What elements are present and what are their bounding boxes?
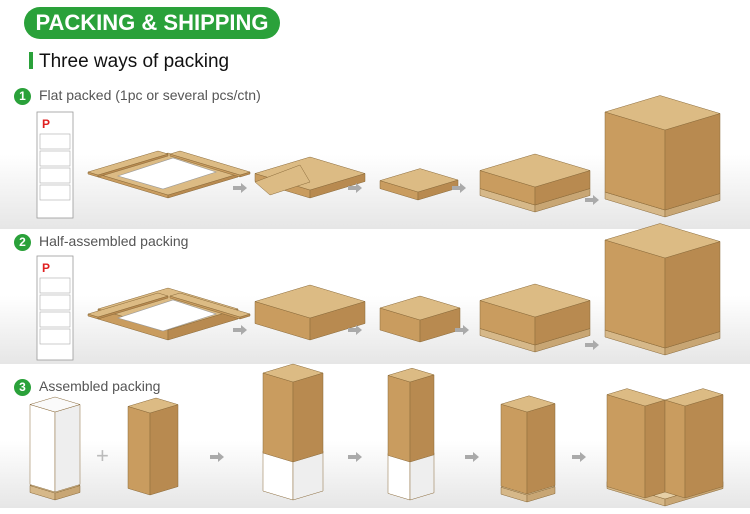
- carton-flap: [254, 164, 311, 196]
- box-left-face: [29, 404, 56, 493]
- arrow-icon: [455, 325, 469, 335]
- closed-carton: [379, 295, 461, 343]
- box-top-face: [379, 295, 461, 321]
- step-number-2: 2: [14, 234, 31, 251]
- carton-sleeve: [262, 363, 324, 463]
- arrow-icon: [585, 195, 599, 205]
- stand-shelf: [39, 150, 71, 167]
- carton-flap: [87, 292, 169, 320]
- box-right-face: [644, 399, 666, 499]
- carton-flap: [169, 292, 251, 320]
- stand-body: [36, 255, 74, 361]
- tall-carton: [127, 397, 179, 496]
- step-number-3: 3: [14, 379, 31, 396]
- arrow-icon: [348, 452, 362, 462]
- assembled-shelf: [29, 396, 81, 493]
- box-left-face: [262, 372, 294, 463]
- carton-sleeve: [387, 367, 435, 463]
- box-top-face: [262, 363, 324, 383]
- arrow-icon: [348, 183, 362, 193]
- subtitle-text: Three ways of packing: [39, 51, 230, 72]
- carton-flap: [87, 150, 169, 178]
- stand-shelf: [39, 133, 71, 150]
- box-top-face: [254, 284, 366, 319]
- page-title-banner: PACKING & SHIPPING: [24, 7, 280, 39]
- accent-bar: [29, 52, 33, 69]
- palletized-cartons: [479, 283, 591, 346]
- stand-shelf: [39, 184, 71, 201]
- box-right-face: [664, 113, 721, 211]
- arrow-icon: [452, 183, 466, 193]
- stand-shelf: [39, 277, 71, 294]
- box-top-face: [379, 168, 459, 193]
- box-left-face: [500, 403, 528, 495]
- section-2-heading: 2 Half-assembled packing: [14, 233, 188, 251]
- arrow-icon: [233, 325, 247, 335]
- arrow-icon: [585, 340, 599, 350]
- carton-on-pallet: [500, 395, 556, 495]
- box-top-face: [479, 283, 591, 318]
- arrow-icon: [210, 452, 224, 462]
- box-top-face: [479, 153, 591, 188]
- stand-body: [36, 111, 74, 219]
- section-3-label: Assembled packing: [39, 378, 161, 394]
- carton-inner-panels: [116, 157, 217, 190]
- arrow-icon: [572, 452, 586, 462]
- stand-shelf: [39, 328, 71, 345]
- carton-flap: [169, 150, 251, 178]
- box-top-face: [87, 150, 169, 176]
- step-number-1: 1: [14, 88, 31, 105]
- arrow-icon: [348, 325, 362, 335]
- box-right-face: [684, 394, 724, 499]
- palletized-cartons: [479, 153, 591, 206]
- display-stand-icon: P: [36, 111, 74, 219]
- box-left-face: [387, 375, 411, 463]
- box-top-face: [127, 397, 179, 414]
- box-top-face: [606, 388, 666, 407]
- box-left-face: [127, 406, 151, 496]
- box-right-face: [409, 374, 435, 463]
- box-right-face: [526, 403, 556, 495]
- box-top-face: [604, 95, 721, 131]
- section-2-label: Half-assembled packing: [39, 233, 189, 249]
- closed-flat-carton: [379, 168, 459, 201]
- arrow-icon: [233, 183, 247, 193]
- box-right-face: [664, 241, 721, 349]
- box-top-face: [87, 292, 169, 318]
- box-right-face: [292, 372, 324, 463]
- box-top-face: [664, 388, 724, 407]
- stacked-flat-cartons: [604, 95, 721, 211]
- stand-shelf: [39, 311, 71, 328]
- stand-logo: P: [42, 261, 50, 275]
- section-1-label: Flat packed (1pc or several pcs/ctn): [39, 87, 261, 103]
- carton-left: [606, 388, 666, 499]
- box-top-face: [604, 223, 721, 259]
- box-top-face: [29, 396, 81, 413]
- box-top-face: [169, 150, 251, 176]
- stacked-cartons: [604, 223, 721, 349]
- box-top-face: [387, 367, 435, 383]
- half-assembled-carton: [254, 284, 366, 341]
- box-right-face: [149, 404, 179, 496]
- plus-icon: +: [96, 443, 109, 468]
- arrow-icon: [465, 452, 479, 462]
- box-left-face: [606, 394, 646, 499]
- section-3-heading: 3 Assembled packing: [14, 378, 160, 396]
- box-top-face: [169, 292, 251, 318]
- carton-inner-grid: [116, 299, 217, 332]
- section-1-heading: 1 Flat packed (1pc or several pcs/ctn): [14, 87, 261, 105]
- carton-right: [664, 388, 724, 499]
- box-left-face: [664, 399, 686, 499]
- display-stand-icon: P: [36, 255, 74, 361]
- box-left-face: [604, 239, 666, 349]
- box-right-face: [54, 404, 81, 493]
- box-top-face: [500, 395, 556, 413]
- stand-shelf: [39, 167, 71, 184]
- stand-shelf: [39, 294, 71, 311]
- subtitle: Three ways of packing: [29, 51, 229, 73]
- stand-logo: P: [42, 117, 50, 131]
